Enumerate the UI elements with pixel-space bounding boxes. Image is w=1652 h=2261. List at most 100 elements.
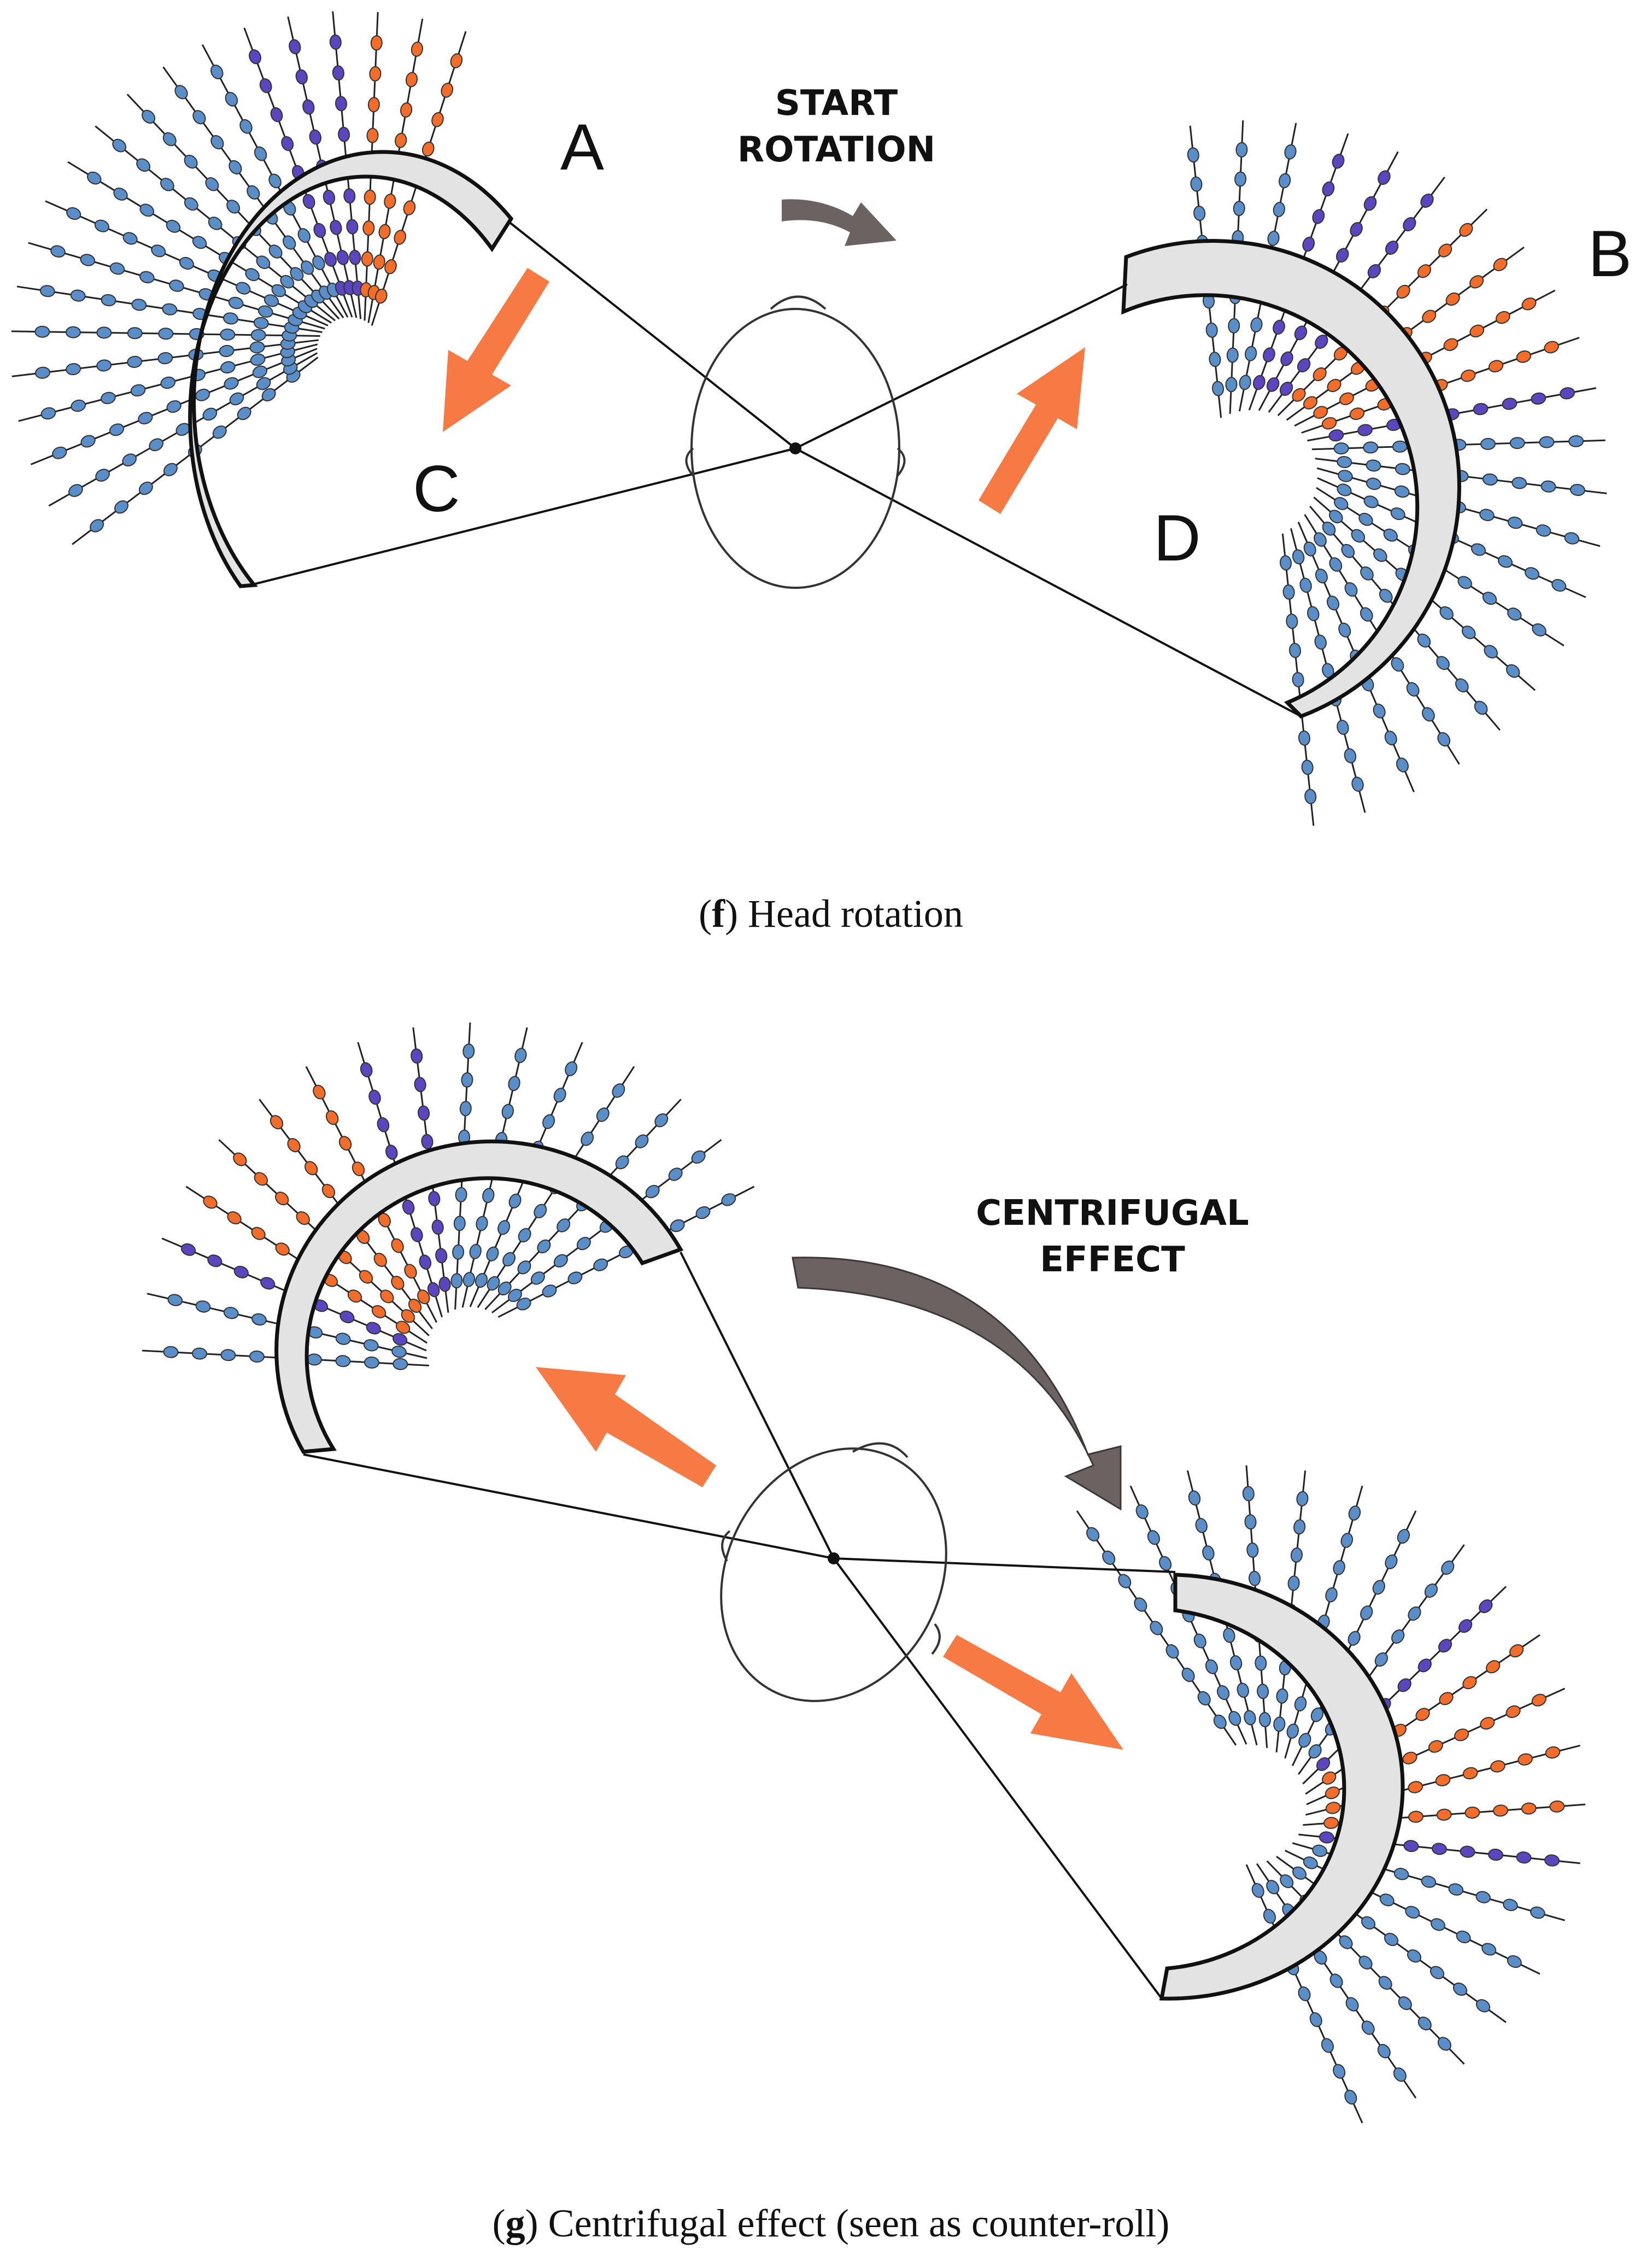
hair-cell-bead: [377, 1117, 390, 1132]
hair-cell-bead: [1397, 1678, 1411, 1692]
hair-cell-bead: [309, 129, 321, 145]
hair-cell-bead: [1279, 381, 1293, 396]
hair-cell-bead: [1329, 557, 1343, 572]
hair-cell-bead: [256, 377, 271, 390]
hair-cell-bead: [380, 1289, 394, 1304]
hair-cell-bead: [542, 1284, 557, 1298]
hair-cell-bead: [166, 220, 181, 233]
hair-cell-bead: [1560, 387, 1575, 400]
hair-cell-bead: [1398, 1996, 1412, 2011]
hair-cell-bead: [1292, 1866, 1307, 1880]
hair-cell-bead: [158, 328, 174, 340]
hair-cell-bead: [1193, 206, 1206, 221]
hair-cell-bead: [1226, 347, 1239, 363]
hair-cell-bead: [1516, 1851, 1532, 1864]
hair-cell-bead: [497, 1220, 511, 1235]
hair-cell-bead: [1436, 656, 1450, 670]
hair-cell-bead: [1337, 455, 1352, 469]
hair-cell-bead: [1551, 579, 1567, 592]
hair-cell-bead: [220, 1349, 236, 1362]
hair-cell-bead: [1531, 1693, 1546, 1707]
hair-cell-bead: [1344, 582, 1358, 597]
hair-cell-bead: [1391, 657, 1404, 672]
hair-cell-bead: [335, 1355, 351, 1368]
hair-cell-bead: [502, 1252, 516, 1267]
hair-cell-bead: [192, 110, 206, 125]
hair-cell-bead: [1540, 480, 1556, 493]
hair-cell-bead: [1325, 1786, 1340, 1800]
hair-cell-bead: [1303, 541, 1316, 557]
hair-cell-bead: [263, 294, 279, 307]
caption-f: (f) Head rotation: [699, 892, 963, 936]
hair-cell-bead: [556, 1218, 571, 1232]
hair-cell-bead: [109, 262, 125, 275]
hair-cell-bead: [364, 1356, 379, 1369]
hair-cell-bead: [233, 1265, 249, 1278]
hair-cell-bead: [1244, 1710, 1256, 1726]
hair-cell-bead: [210, 135, 224, 150]
hair-cell-bead: [384, 194, 396, 209]
hair-cell-bead: [507, 1288, 523, 1302]
hair-cell-bead: [167, 1294, 183, 1306]
hair-cell-bead: [139, 271, 155, 284]
hair-cell-bead: [462, 1043, 475, 1059]
hair-cell-bead: [1361, 2020, 1375, 2035]
hair-cell-bead: [1348, 1631, 1361, 1646]
hair-cell-bead: [1357, 424, 1373, 436]
hair-cell-bead: [419, 1254, 432, 1270]
hair-cell-bead: [405, 72, 418, 87]
hair-cell-bead: [1312, 1844, 1327, 1857]
hair-cell-bead: [1461, 626, 1476, 639]
hair-cell-bead: [271, 284, 286, 297]
hair-cell-bead: [459, 1101, 472, 1117]
hair-cell-bead: [249, 341, 265, 354]
hair-cell-bead: [160, 376, 176, 389]
hair-cell-bead: [615, 1155, 629, 1170]
hair-cell-bead: [1358, 512, 1373, 526]
hair-cell-bead: [1518, 1753, 1533, 1766]
hair-cell-bead: [1118, 1574, 1132, 1588]
hair-cell-bead: [668, 1167, 683, 1181]
hair-cell-bead: [370, 35, 383, 51]
hair-cell-bead: [1437, 732, 1451, 747]
hair-cell-bead: [95, 469, 110, 482]
hair-cell-bead: [1441, 1560, 1455, 1575]
hair-cell-bead: [1225, 377, 1238, 393]
hair-cell-bead: [1332, 154, 1345, 169]
hair-cell-bead: [301, 260, 314, 275]
hair-cell-bead: [1383, 528, 1398, 542]
hair-cell-bead: [1405, 1906, 1420, 1919]
hair-cell-bead: [207, 1254, 222, 1267]
hair-cell-bead: [1339, 1935, 1353, 1949]
hair-cell-bead: [34, 325, 50, 338]
hair-cell-bead: [453, 1216, 466, 1231]
hair-cell-bead: [1393, 1867, 1409, 1880]
hair-cell-bead: [1266, 1880, 1280, 1895]
hair-cell-bead: [1391, 1629, 1405, 1644]
endolymph-flow-arrow-b: [979, 347, 1085, 514]
hair-cell-bead: [411, 1048, 423, 1064]
hair-cell-bead: [1280, 1874, 1294, 1889]
centrifugal-arrow-upper: [536, 1367, 716, 1487]
hair-cell-bead: [1505, 1705, 1521, 1718]
hair-cell-bead: [268, 173, 282, 189]
hair-cell-bead: [321, 1184, 336, 1199]
hair-cell-bead: [431, 112, 444, 127]
hair-cell-bead: [149, 438, 164, 452]
hair-cell-bead: [1228, 318, 1240, 334]
hair-bundles-lower-canal: [1076, 1465, 1586, 2124]
hair-cell-bead: [404, 1264, 417, 1279]
hair-cell-bead: [474, 1273, 488, 1288]
hair-cell-bead: [203, 1195, 218, 1209]
hair-cell-bead: [1469, 324, 1485, 338]
hair-cell-bead: [1363, 196, 1377, 211]
hair-cell-bead: [1475, 1999, 1491, 2013]
hair-cell-bead: [1497, 555, 1513, 568]
hair-cell-bead: [220, 328, 236, 341]
hair-cell-bead: [369, 66, 382, 81]
hair-cell-bead: [1321, 2038, 1334, 2053]
hair-cell-bead: [1438, 243, 1452, 258]
hair-cell-bead: [596, 1107, 610, 1122]
hair-cell-bead: [283, 235, 296, 250]
hair-cell-bead: [1464, 1806, 1480, 1819]
